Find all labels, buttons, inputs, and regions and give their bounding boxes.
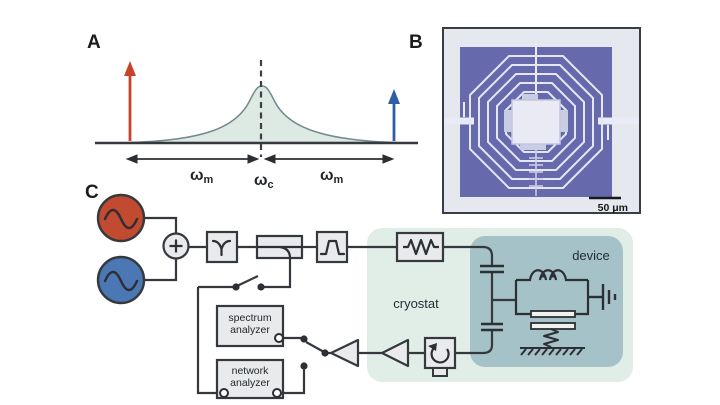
circulator-arrow-icon — [430, 347, 450, 364]
network-analyzer-label-2: analyzer — [230, 377, 270, 389]
coupler-tap — [279, 245, 292, 259]
bottom-ladder-trace — [529, 150, 543, 196]
spring-icon — [543, 328, 559, 348]
circulator — [423, 336, 457, 377]
red-sideband-arrow — [124, 61, 136, 141]
panel-a-label: A — [87, 32, 101, 53]
drum-capacitor — [504, 94, 568, 150]
omega-m-left-label: ωm — [190, 167, 214, 186]
output-switch — [300, 335, 329, 370]
network-analyzer-port-left — [219, 388, 229, 398]
amplifier-cryostat — [380, 338, 410, 368]
resistor-icon — [403, 238, 439, 256]
device-label: device — [572, 248, 610, 263]
spectrum-analyzer-port — [274, 333, 284, 343]
network-analyzer-box: network analyzer — [215, 358, 285, 400]
omega-c-label: ωc — [254, 172, 274, 191]
network-analyzer-port-right — [272, 388, 282, 398]
notch-filter — [205, 230, 239, 264]
cryostat-label: cryostat — [393, 296, 439, 311]
sine-icon — [103, 208, 139, 230]
inductor-coil — [516, 269, 588, 282]
sine-icon — [103, 270, 139, 292]
blue-sideband-arrow — [388, 89, 400, 141]
ground-hatch — [520, 347, 585, 356]
panel-c-label: C — [85, 182, 99, 203]
omega-m-right-span-arrow — [263, 154, 395, 164]
bandpass-filter — [315, 230, 349, 264]
bandpass-filter-icon — [319, 239, 346, 256]
carrier-peak — [127, 85, 399, 144]
combiner — [162, 232, 190, 260]
directional-coupler — [255, 234, 304, 260]
omega-m-right-label: ωm — [320, 167, 344, 186]
spectrum-analyzer-label-2: analyzer — [230, 324, 270, 336]
spiral-inductor — [469, 55, 603, 189]
input-switch — [232, 283, 265, 291]
panel-c: C cryostat device — [85, 182, 633, 400]
device-region — [470, 236, 623, 367]
panel-b-label: B — [409, 32, 423, 53]
coupling-capacitor-top — [480, 264, 504, 274]
spectrum-analyzer-label-1: spectrum — [228, 312, 271, 324]
blue-signal-generator — [96, 255, 146, 305]
panel-a: A ωm ωc — [87, 32, 418, 191]
scale-bar-label: 50 μm — [598, 202, 628, 214]
wires — [144, 216, 516, 395]
coupling-capacitor-bottom — [481, 322, 503, 332]
lc-resonator — [514, 269, 590, 316]
notch-filter-icon — [211, 239, 232, 257]
amplifier-room-temp — [329, 338, 360, 368]
network-analyzer-label-1: network — [232, 365, 270, 377]
spectrum-analyzer-box: spectrum analyzer — [215, 304, 285, 348]
omega-m-left-span-arrow — [125, 154, 260, 164]
panel-b: B — [409, 27, 641, 214]
attenuator — [395, 231, 445, 263]
red-signal-generator — [96, 193, 146, 243]
ground-icon — [588, 284, 617, 310]
plus-icon — [169, 239, 183, 253]
